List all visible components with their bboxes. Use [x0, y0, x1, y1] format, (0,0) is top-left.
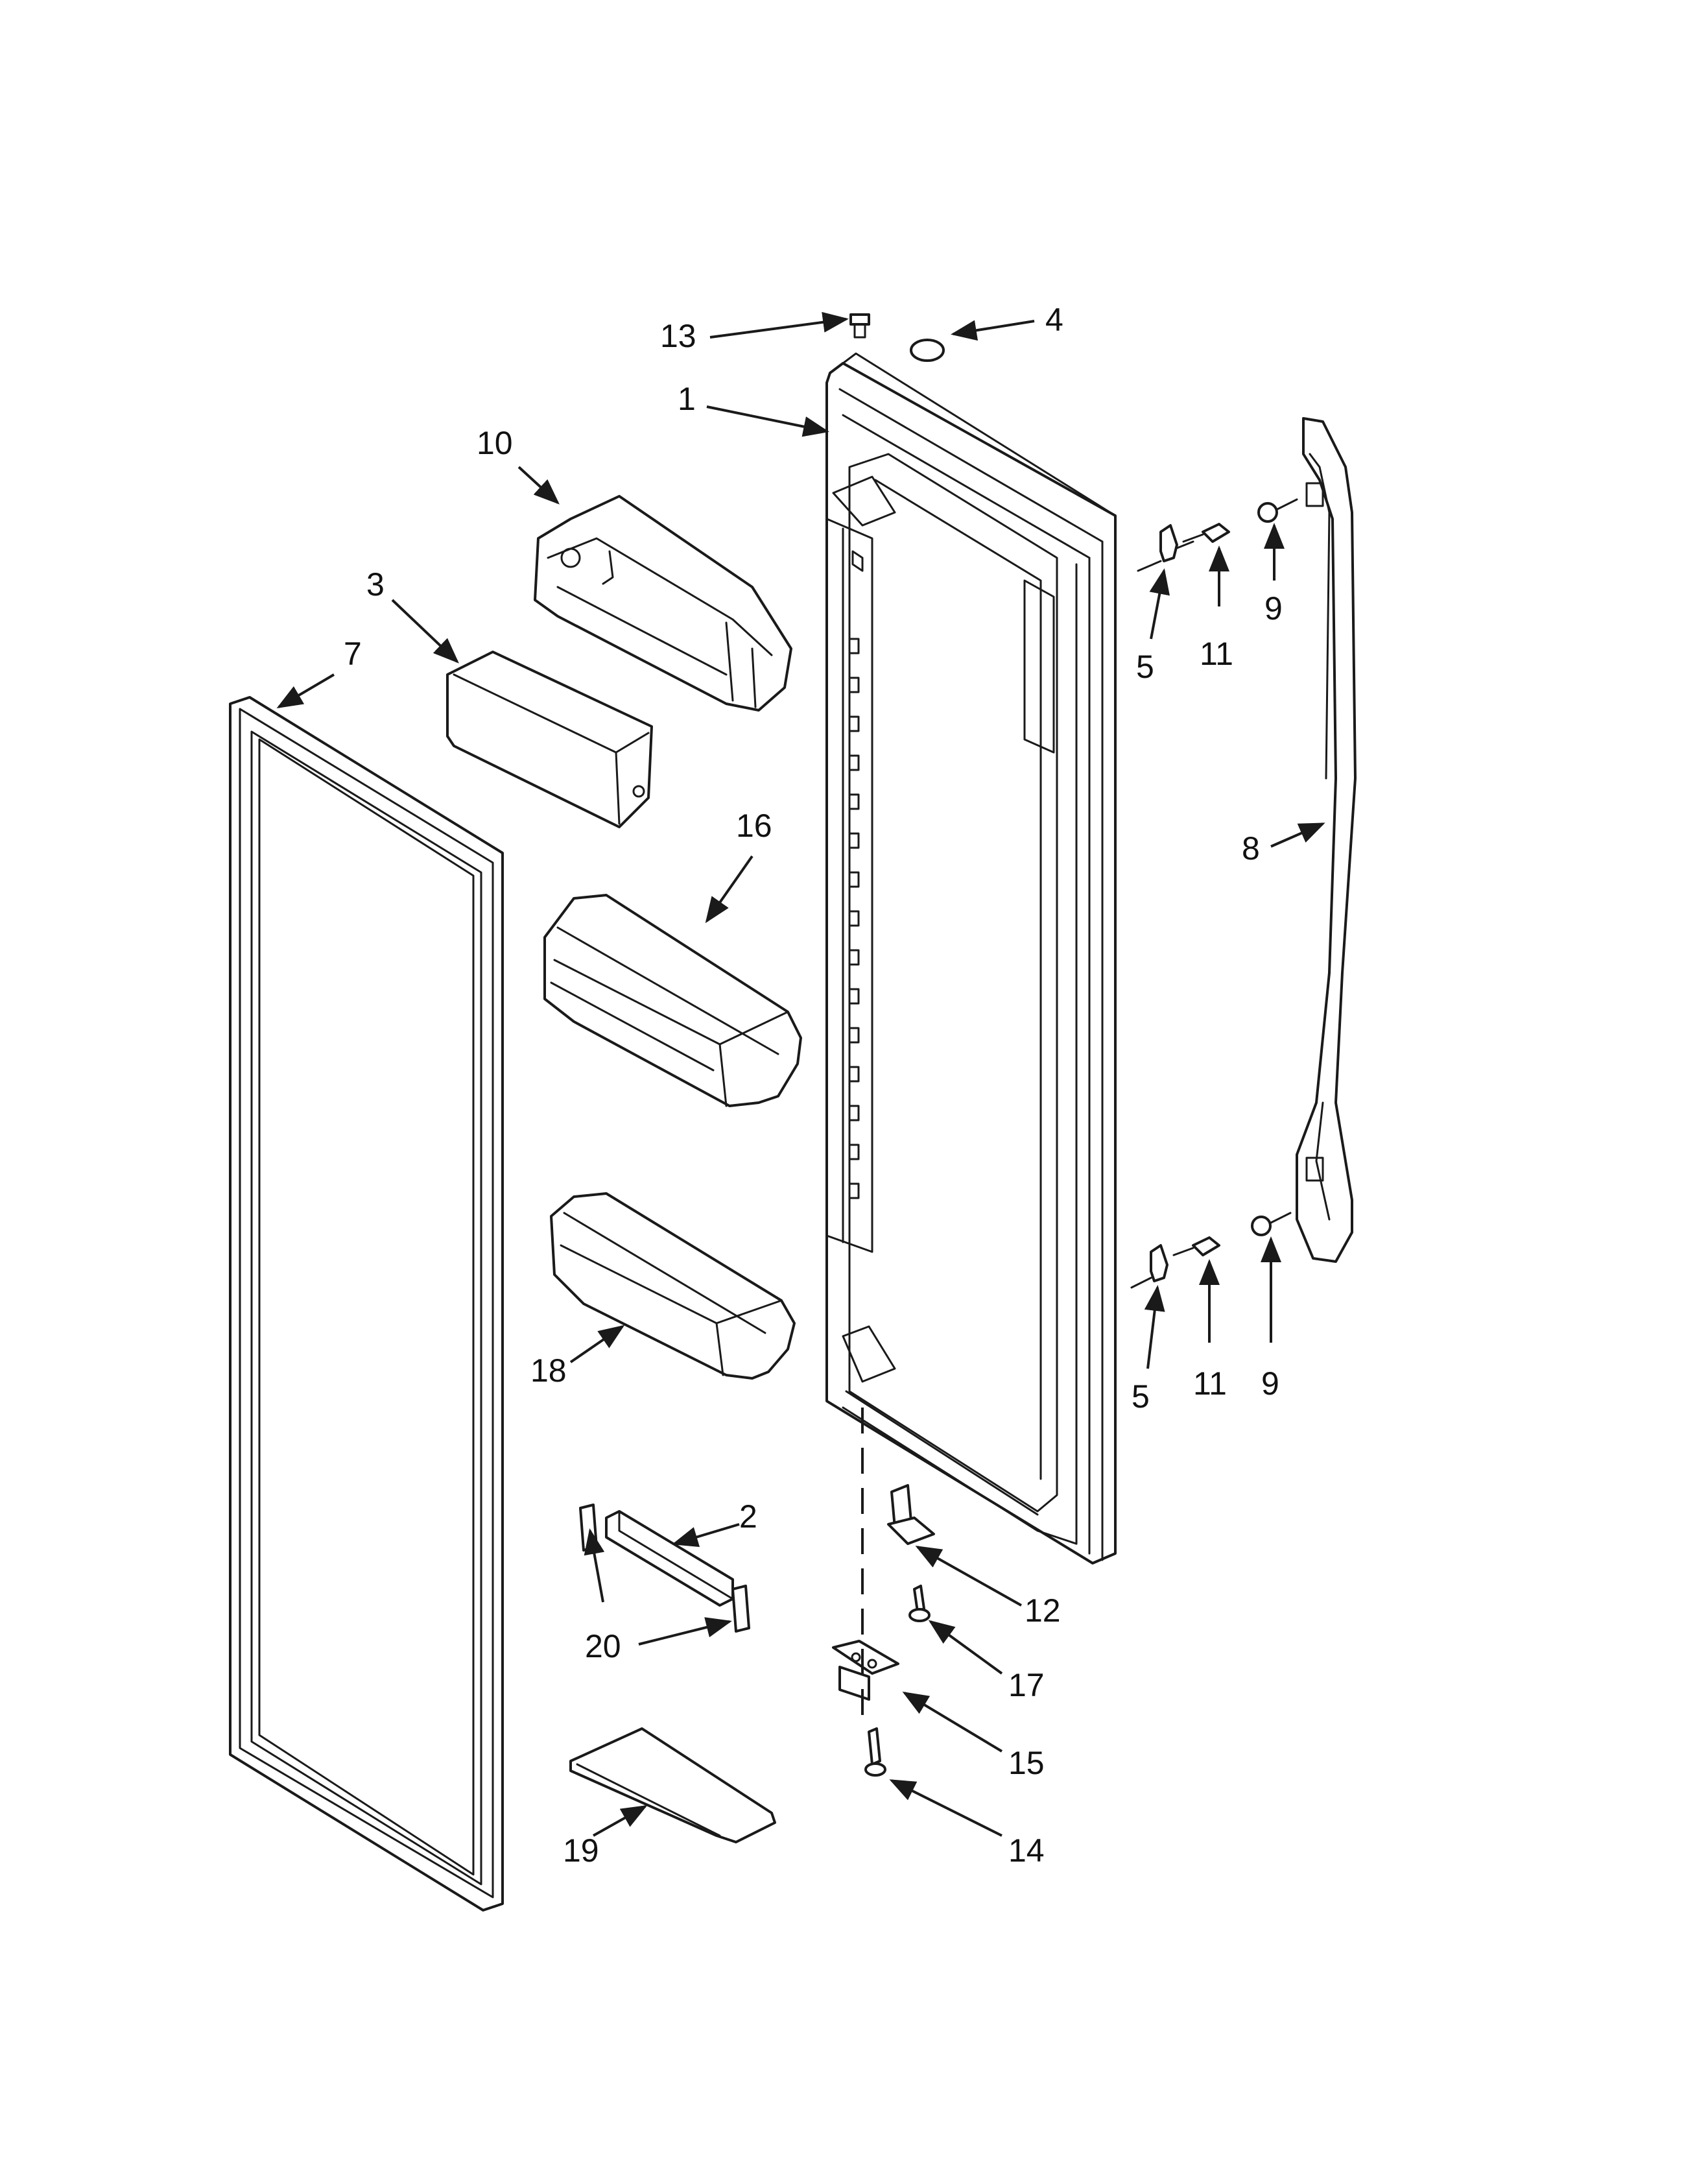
door-rail-slots [848, 638, 860, 1199]
screw-part-11-upper [1176, 523, 1230, 549]
callout-1: 1 [678, 381, 696, 417]
callout-8: 8 [1242, 830, 1260, 867]
callout-3: 3 [366, 566, 385, 603]
callout-17: 17 [1008, 1667, 1045, 1703]
hinge-screw-part-17 [908, 1585, 931, 1622]
hinge-screw-part-14 [864, 1727, 886, 1777]
callout-4: 4 [1045, 302, 1063, 338]
screw-part-11-lower [1172, 1236, 1220, 1256]
end-cap-part-20-left [579, 1504, 598, 1552]
callout-16: 16 [736, 808, 772, 844]
leader-lines [276, 311, 1325, 1837]
dairy-door-part-3 [446, 651, 653, 828]
trim-part-2 [605, 1510, 734, 1607]
handle-screw-part-9-upper [1257, 498, 1298, 523]
door-bin-part-16 [543, 894, 802, 1107]
handle-clip-part-5-lower [1130, 1244, 1168, 1289]
callout-5-lower: 5 [1132, 1378, 1150, 1415]
callout-18: 18 [530, 1352, 567, 1389]
callout-19: 19 [563, 1832, 599, 1869]
hinge-bracket-part-15 [832, 1640, 899, 1701]
callout-11-upper: 11 [1200, 636, 1233, 672]
handle-screw-part-9-lower [1251, 1212, 1292, 1236]
door-bin-part-18 [550, 1192, 796, 1380]
callout-10: 10 [477, 425, 513, 461]
tray-part-19 [569, 1727, 776, 1843]
callout-9-upper: 9 [1264, 590, 1283, 627]
end-cap-part-20-right [731, 1585, 750, 1633]
callout-7: 7 [344, 636, 362, 672]
callout-2: 2 [739, 1498, 757, 1535]
door-gasket-part-7 [229, 696, 504, 1912]
callout-11-lower: 11 [1193, 1365, 1227, 1402]
callout-14: 14 [1008, 1832, 1045, 1869]
handle-clip-part-5-upper [1137, 524, 1178, 572]
callout-12: 12 [1025, 1592, 1061, 1629]
callout-15: 15 [1008, 1745, 1045, 1781]
callout-13: 13 [660, 318, 696, 354]
door-handle-part-8 [1296, 417, 1357, 1263]
dairy-compartment-part-10 [534, 495, 792, 712]
hinge-pin-part-12 [887, 1484, 935, 1545]
callout-9-lower: 9 [1261, 1365, 1279, 1402]
callout-5-upper: 5 [1136, 649, 1154, 685]
plug-part-4 [910, 339, 945, 362]
callout-labels: 13 4 1 10 3 7 16 8 5 11 9 18 5 11 9 2 20… [344, 302, 1283, 1869]
top-screw-part-13 [849, 313, 870, 339]
callout-20: 20 [585, 1628, 621, 1664]
door-assembly-part-1 [825, 352, 1117, 1565]
